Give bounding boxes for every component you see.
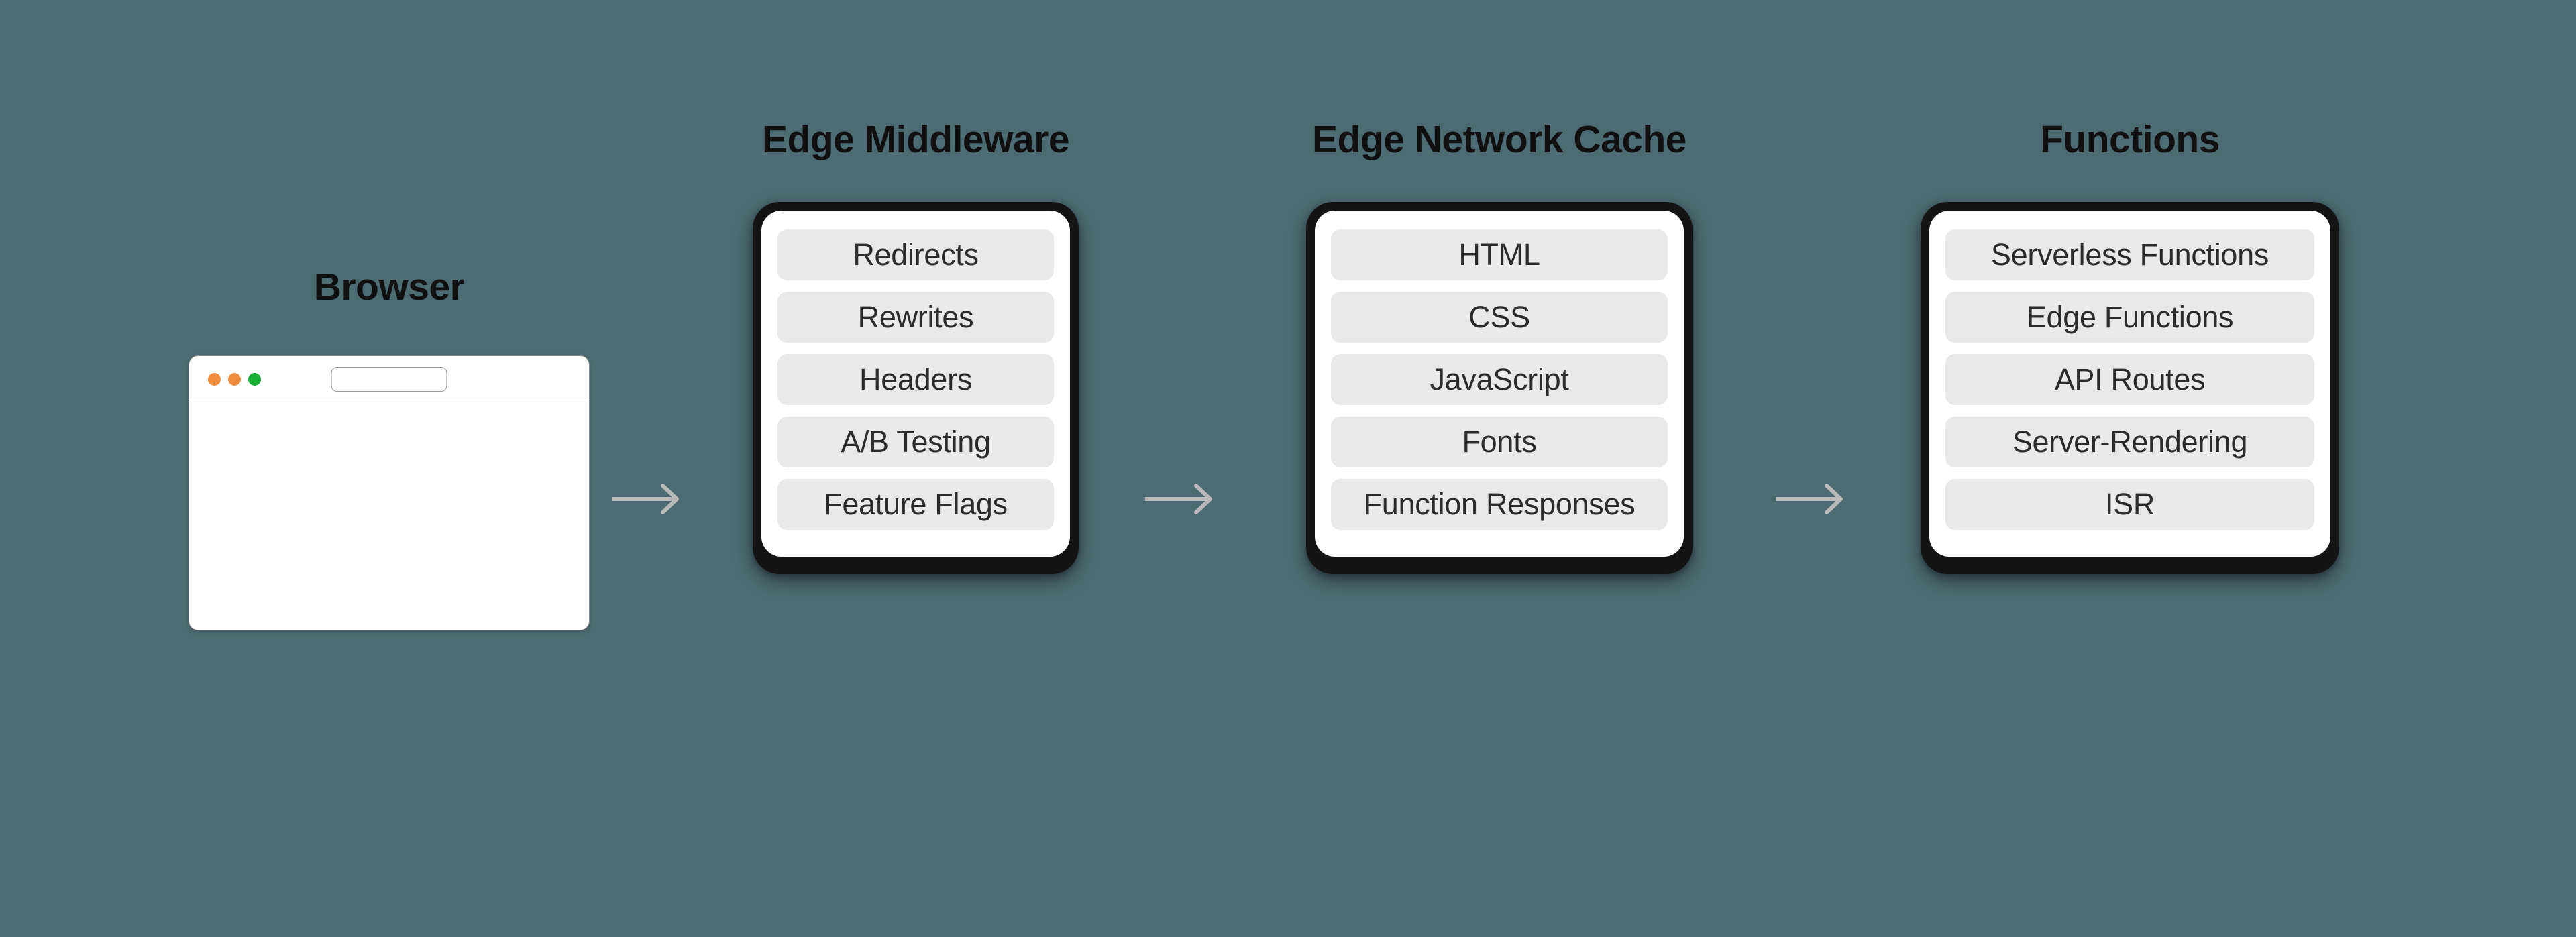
browser-stage: Browser [121,268,657,630]
list-item[interactable]: JavaScript [1331,354,1668,405]
traffic-light-group [208,372,261,386]
stage-edge-network-cache: Edge Network Cache HTML CSS JavaScript F… [1234,121,1764,574]
device-frame-edge-middleware: Redirects Rewrites Headers A/B Testing F… [753,202,1079,574]
stage-title-edge-middleware: Edge Middleware [761,118,1070,161]
list-item[interactable]: Feature Flags [777,479,1054,530]
list-item[interactable]: Function Responses [1331,479,1668,530]
maximize-dot-icon[interactable] [248,372,261,386]
arrow-browser-to-middleware-icon [612,484,679,514]
arrow-middleware-to-cache-icon [1145,484,1212,514]
list-item[interactable]: Fonts [1331,417,1668,467]
stage-edge-middleware: Edge Middleware Redirects Rewrites Heade… [684,121,1147,574]
list-item[interactable]: Redirects [777,229,1054,280]
list-item[interactable]: Edge Functions [1945,292,2314,343]
list-item[interactable]: A/B Testing [777,417,1054,467]
list-item[interactable]: API Routes [1945,354,2314,405]
device-frame-functions: Serverless Functions Edge Functions API … [1921,202,2339,574]
list-item[interactable]: Rewrites [777,292,1054,343]
list-item[interactable]: HTML [1331,229,1668,280]
url-input[interactable] [331,366,447,392]
list-item[interactable]: ISR [1945,479,2314,530]
list-item[interactable]: Serverless Functions [1945,229,2314,280]
stage-title-edge-network-cache: Edge Network Cache [1312,118,1687,161]
arrow-cache-to-functions-icon [1776,484,1843,514]
device-frame-edge-network-cache: HTML CSS JavaScript Fonts Function Respo… [1306,202,1693,574]
stage-functions: Functions Serverless Functions Edge Func… [1838,121,2422,574]
device-screen-edge-middleware: Redirects Rewrites Headers A/B Testing F… [761,211,1070,557]
list-item[interactable]: CSS [1331,292,1668,343]
device-screen-edge-network-cache: HTML CSS JavaScript Fonts Function Respo… [1315,211,1684,557]
device-screen-functions: Serverless Functions Edge Functions API … [1929,211,2330,557]
list-item[interactable]: Server-Rendering [1945,417,2314,467]
browser-window-mock [189,355,590,630]
list-item[interactable]: Headers [777,354,1054,405]
stage-title-functions: Functions [2040,118,2220,161]
close-dot-icon[interactable] [208,372,221,386]
minimize-dot-icon[interactable] [228,372,241,386]
browser-title: Browser [313,266,465,309]
browser-viewport [189,402,589,630]
browser-chrome-bar [189,356,589,402]
